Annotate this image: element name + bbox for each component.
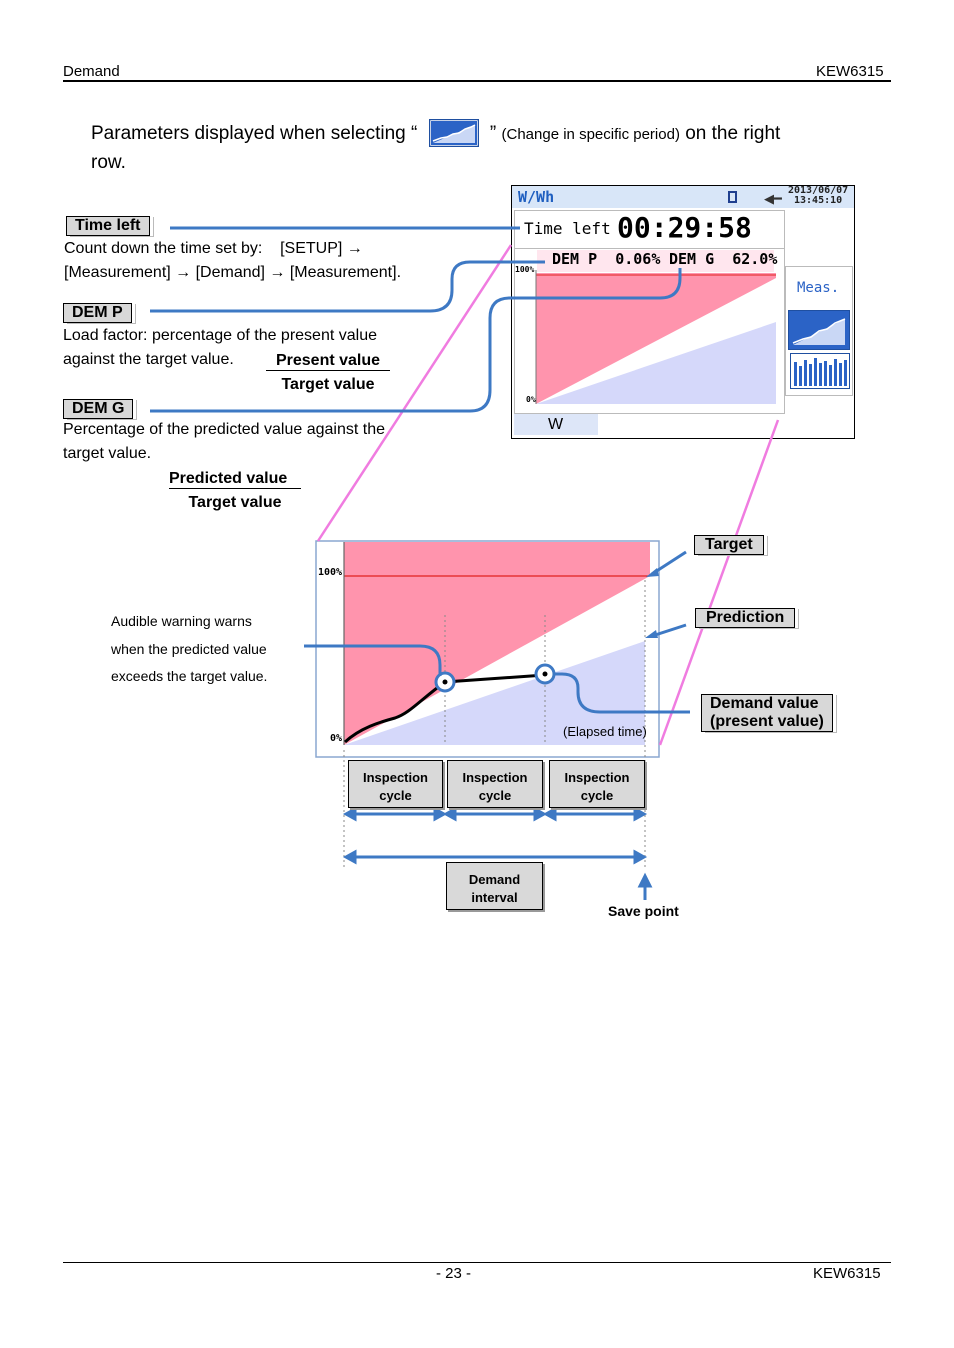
header-section-title: Demand: [63, 63, 120, 80]
device-target-area: [536, 273, 776, 404]
page-number: - 23 -: [436, 1265, 472, 1282]
device-time-left-value: 00:29:58: [617, 211, 752, 244]
prediction-area: [344, 641, 645, 745]
cycle-1-line-1: Inspection: [362, 770, 428, 785]
sd-card-icon: [728, 191, 737, 203]
trend-button[interactable]: [788, 310, 850, 350]
device-date: 2013/06/07: [788, 185, 849, 196]
intro-tail: on the right: [685, 123, 781, 144]
warning-line-2: when the predicted value: [111, 641, 267, 657]
dem-g-desc-2: target value.: [63, 445, 152, 462]
demand-value-tag: Demand value (present value): [701, 694, 833, 732]
dem-g-denominator: Target value: [188, 494, 282, 511]
dem-p-numerator: Present value: [266, 352, 390, 371]
intro-prefix: Parameters displayed when selecting “: [91, 123, 418, 144]
time-left-desc-1: Count down the time set by: [SETUP] →: [64, 240, 363, 257]
warning-line-1: Audible warning warns: [111, 613, 252, 629]
inspection-cycle-box-2: Inspection cycle: [447, 760, 543, 808]
intro-close-quote: ”: [489, 123, 497, 144]
device-title: W/Wh: [518, 188, 555, 206]
header-model: KEW6315: [816, 63, 884, 80]
device-titlebar: [512, 186, 854, 208]
zoom-guides: [316, 244, 780, 746]
intro-paren: (Change in specific period): [501, 126, 680, 143]
cycle-3-line-1: Inspection: [564, 770, 630, 785]
device-unit-box: [514, 414, 598, 435]
dem-g-tag: DEM G: [63, 399, 134, 419]
dem-p-desc-2: against the target value.: [63, 351, 234, 368]
header-rule: [63, 80, 891, 82]
cycle-1-line-2: cycle: [379, 788, 412, 803]
device-prediction-area: [536, 322, 776, 404]
time-left-tag: Time left: [66, 216, 150, 236]
device-dem-strip: [537, 250, 774, 272]
cycle-2-line-1: Inspection: [462, 770, 528, 785]
callout-lines: [150, 226, 690, 714]
dem-g-numerator: Predicted value: [169, 470, 301, 489]
warning-line-3: exceeds the target value.: [111, 668, 268, 684]
cycle-2-line-2: cycle: [478, 788, 512, 803]
dem-g-desc-1: Percentage of the predicted value agains…: [63, 421, 385, 438]
cycle-3-line-2: cycle: [580, 788, 614, 803]
target-area: [344, 542, 650, 745]
device-dem-g: DEM G 62.0%: [669, 250, 778, 268]
power-plug-icon: ◀━: [764, 191, 782, 206]
prediction-tag: Prediction: [695, 608, 796, 628]
time-left-panel: [514, 210, 785, 249]
intro-line-2: row.: [91, 152, 126, 173]
interval-line-1: Demand: [468, 872, 521, 887]
inspection-cycle-box-1: Inspection cycle: [348, 760, 443, 808]
diagram-y-top: 100%: [318, 567, 343, 578]
dem-p-denominator: Target value: [281, 376, 375, 393]
device-unit: W: [548, 416, 564, 433]
footer-model: KEW6315: [813, 1265, 881, 1282]
dem-p-desc-1: Load factor: percentage of the present v…: [63, 327, 377, 344]
cycle-arrows: [342, 806, 653, 900]
present-value-curve: [343, 673, 546, 744]
device-time: 13:45:10: [794, 195, 843, 206]
interval-line-2: interval: [471, 890, 518, 905]
footer-rule: [63, 1262, 891, 1263]
device-y-bottom: 0%: [526, 395, 536, 404]
meas-button[interactable]: Meas.: [797, 280, 840, 296]
dem-p-tag: DEM P: [63, 303, 132, 323]
inspection-cycle-box-3: Inspection cycle: [549, 760, 645, 808]
save-point-label: Save point: [608, 903, 679, 919]
demand-value-line-2: (present value): [710, 713, 824, 730]
demand-value-line-1: Demand value: [710, 695, 819, 712]
device-dem-p: DEM P 0.06%: [552, 250, 661, 268]
target-tag: Target: [694, 535, 764, 555]
device-y-top: 100%: [515, 265, 535, 274]
time-left-desc-2: [Measurement] → [Demand] → [Measurement]…: [64, 264, 402, 281]
diagram-y-bottom: 0%: [330, 733, 343, 744]
trend-graph-icon: [428, 118, 479, 148]
elapsed-time-label: (Elapsed time): [563, 724, 647, 739]
bar-graph-button[interactable]: [790, 353, 850, 389]
intro-line: Parameters displayed when selecting “ ” …: [91, 118, 781, 148]
device-time-left-label: Time left: [524, 219, 611, 238]
demand-interval-box: Demand interval: [446, 862, 543, 910]
